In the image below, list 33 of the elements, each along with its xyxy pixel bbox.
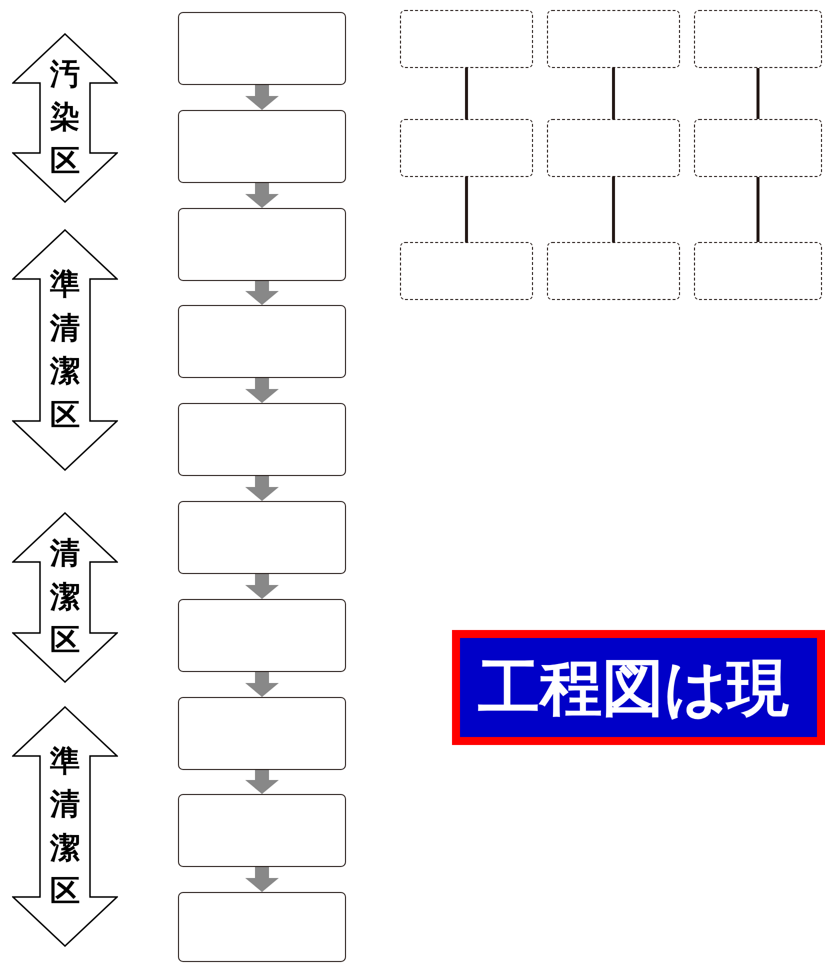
dashed-box bbox=[547, 10, 680, 68]
double-arrow: 清潔区 bbox=[12, 512, 118, 683]
arrow bbox=[245, 476, 279, 501]
process-box bbox=[178, 697, 346, 770]
process-box bbox=[178, 208, 346, 281]
dashed-box bbox=[547, 119, 680, 177]
dashed-box bbox=[694, 242, 822, 300]
double-arrow: 汚染区 bbox=[12, 33, 118, 203]
double-arrow: 準清潔区 bbox=[12, 229, 118, 471]
dashed-box bbox=[694, 119, 822, 177]
arrow bbox=[245, 183, 279, 208]
arrow bbox=[245, 672, 279, 697]
arrow bbox=[245, 281, 279, 305]
process-box bbox=[178, 305, 346, 378]
arrow bbox=[245, 770, 279, 794]
dashed-box bbox=[547, 242, 680, 300]
dashed-box bbox=[400, 10, 533, 68]
arrow bbox=[245, 867, 279, 892]
process-box bbox=[178, 501, 346, 574]
process-box bbox=[178, 794, 346, 867]
dashed-box bbox=[400, 242, 533, 300]
dashed-box bbox=[694, 10, 822, 68]
banner: 工程図は現 bbox=[452, 630, 825, 745]
process-box bbox=[178, 403, 346, 476]
dashed-box bbox=[400, 119, 533, 177]
arrow bbox=[245, 574, 279, 599]
process-box bbox=[178, 12, 346, 85]
process-box bbox=[178, 599, 346, 672]
process-box bbox=[178, 892, 346, 962]
process-box bbox=[178, 110, 346, 183]
arrow bbox=[245, 85, 279, 110]
arrow bbox=[245, 378, 279, 403]
double-arrow: 準清潔区 bbox=[12, 706, 118, 947]
